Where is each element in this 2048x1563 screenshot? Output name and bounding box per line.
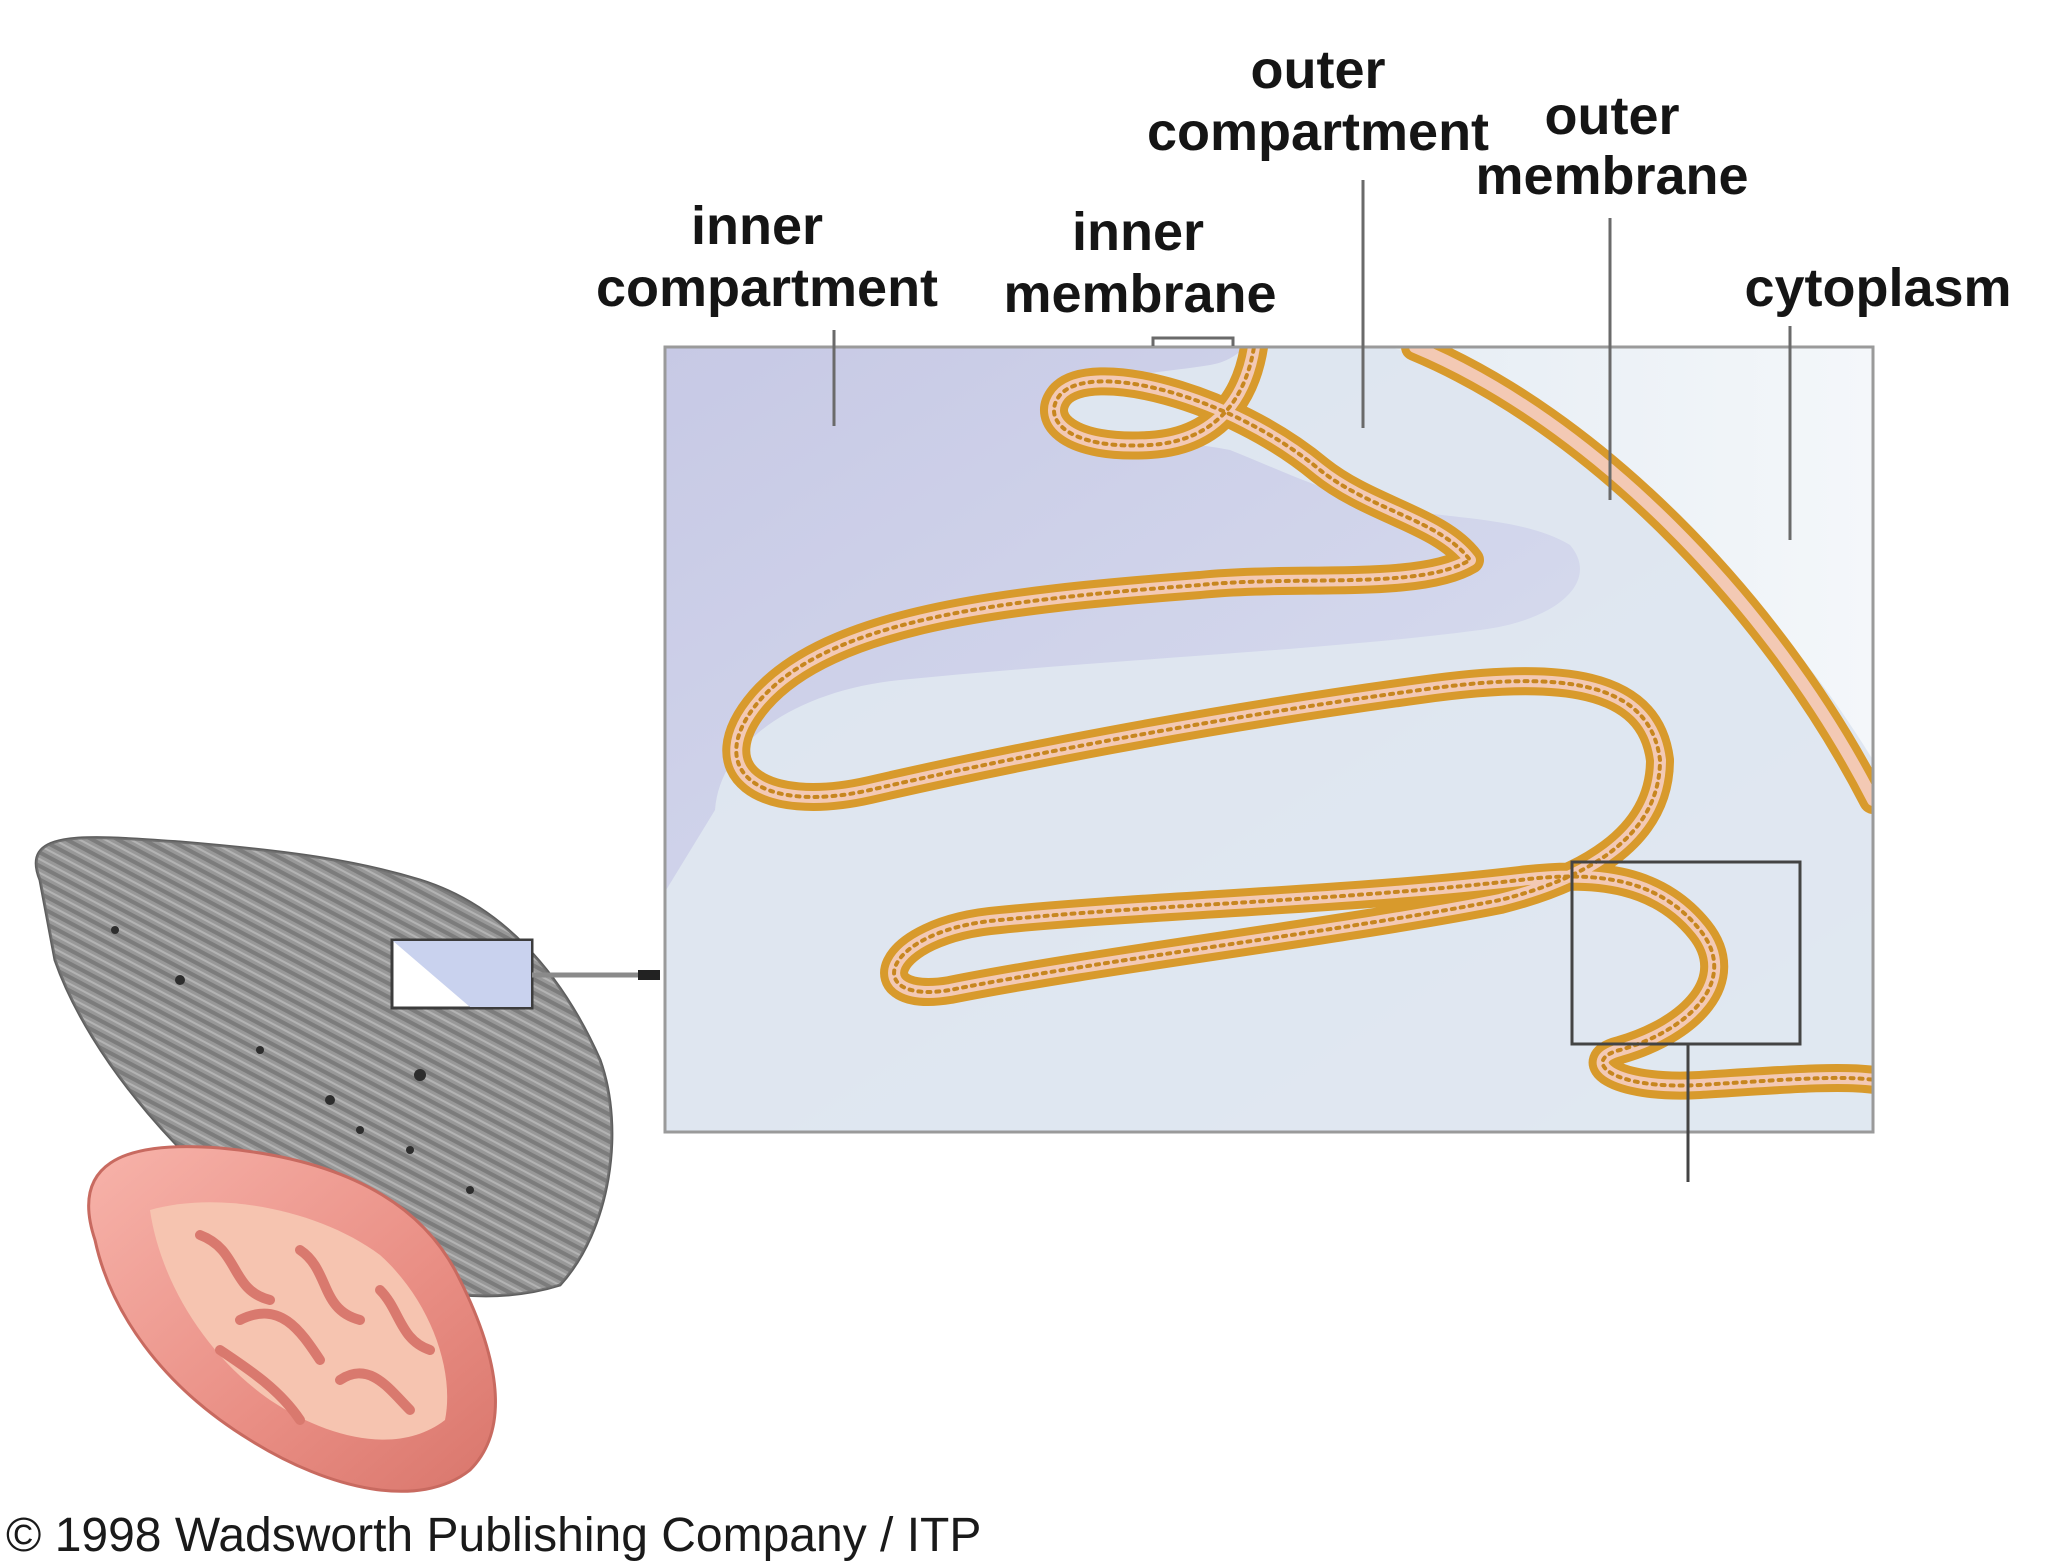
cristae-panel <box>663 345 1875 1182</box>
label-outer-membrane: outer membrane <box>1475 86 1749 500</box>
svg-text:outer: outer <box>1251 40 1386 100</box>
svg-text:membrane: membrane <box>1475 146 1748 206</box>
zoom-box <box>1570 860 1802 1046</box>
svg-text:inner: inner <box>1072 202 1204 262</box>
mitochondrion-illustration <box>87 1145 497 1493</box>
svg-text:compartment: compartment <box>596 258 938 318</box>
svg-text:inner: inner <box>691 196 823 256</box>
svg-text:outer: outer <box>1545 86 1680 146</box>
svg-text:membrane: membrane <box>1003 264 1276 324</box>
label-inner-compartment: inner compartment <box>596 196 938 426</box>
svg-text:compartment: compartment <box>1147 102 1489 162</box>
label-outer-compartment: outer compartment <box>1147 40 1489 428</box>
label-inner-membrane: inner membrane <box>1003 202 1277 346</box>
label-cytoplasm: cytoplasm <box>1744 258 2012 540</box>
micrograph <box>34 836 660 1298</box>
svg-text:cytoplasm: cytoplasm <box>1744 258 2011 318</box>
